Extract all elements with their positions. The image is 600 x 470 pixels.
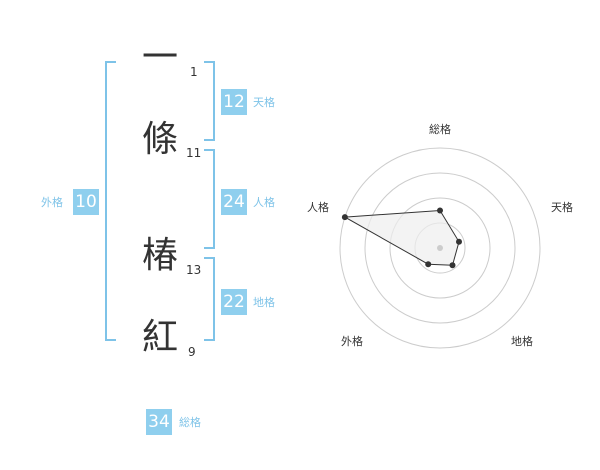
jinkaku-badge: 24 [221,189,247,215]
radar-center [437,245,443,251]
radar-point-2 [449,262,456,269]
gaikaku-bracket [105,61,116,341]
stroke-count-3: 13 [186,263,202,277]
tenkaku-badge: 12 [221,89,247,115]
soukaku-badge: 34 [146,409,172,435]
radar-polygon [343,209,460,266]
radar-ring [339,147,541,349]
radar-point-3 [425,261,432,268]
soukaku-label: 総格 [179,416,201,429]
stroke-count-2: 11 [186,146,202,160]
radar-ring [364,172,516,324]
tenkaku-bracket [204,61,215,141]
radar-axis-label-tenkaku: 天格 [551,201,573,214]
name-char-4: 紅 [142,317,179,358]
radar-point-1 [456,238,462,245]
gaikaku-label: 外格 [41,196,63,209]
radar-axis-label-jinkaku: 人格 [307,201,329,214]
chikaku-badge: 22 [221,289,247,315]
name-char-3: 椿 [142,235,179,276]
radar-ring [389,197,491,299]
radar-point-0 [437,207,443,214]
jinkaku-label: 人格 [253,196,275,209]
stroke-count-4: 9 [188,345,196,359]
jinkaku-bracket [204,149,215,249]
radar-axis-label-gaikaku: 外格 [341,335,363,348]
radar-point-4 [341,214,348,221]
chikaku-bracket [204,257,215,341]
gaikaku-badge: 10 [73,189,99,215]
tenkaku-label: 天格 [253,96,275,109]
chikaku-label: 地格 [253,296,275,309]
name-char-1: 一 [142,37,179,78]
radar-axis-label-soukaku: 総格 [429,123,451,136]
radar-axis-label-chikaku: 地格 [511,335,533,348]
name-char-2: 條 [142,119,179,160]
stroke-count-1: 1 [190,65,198,79]
